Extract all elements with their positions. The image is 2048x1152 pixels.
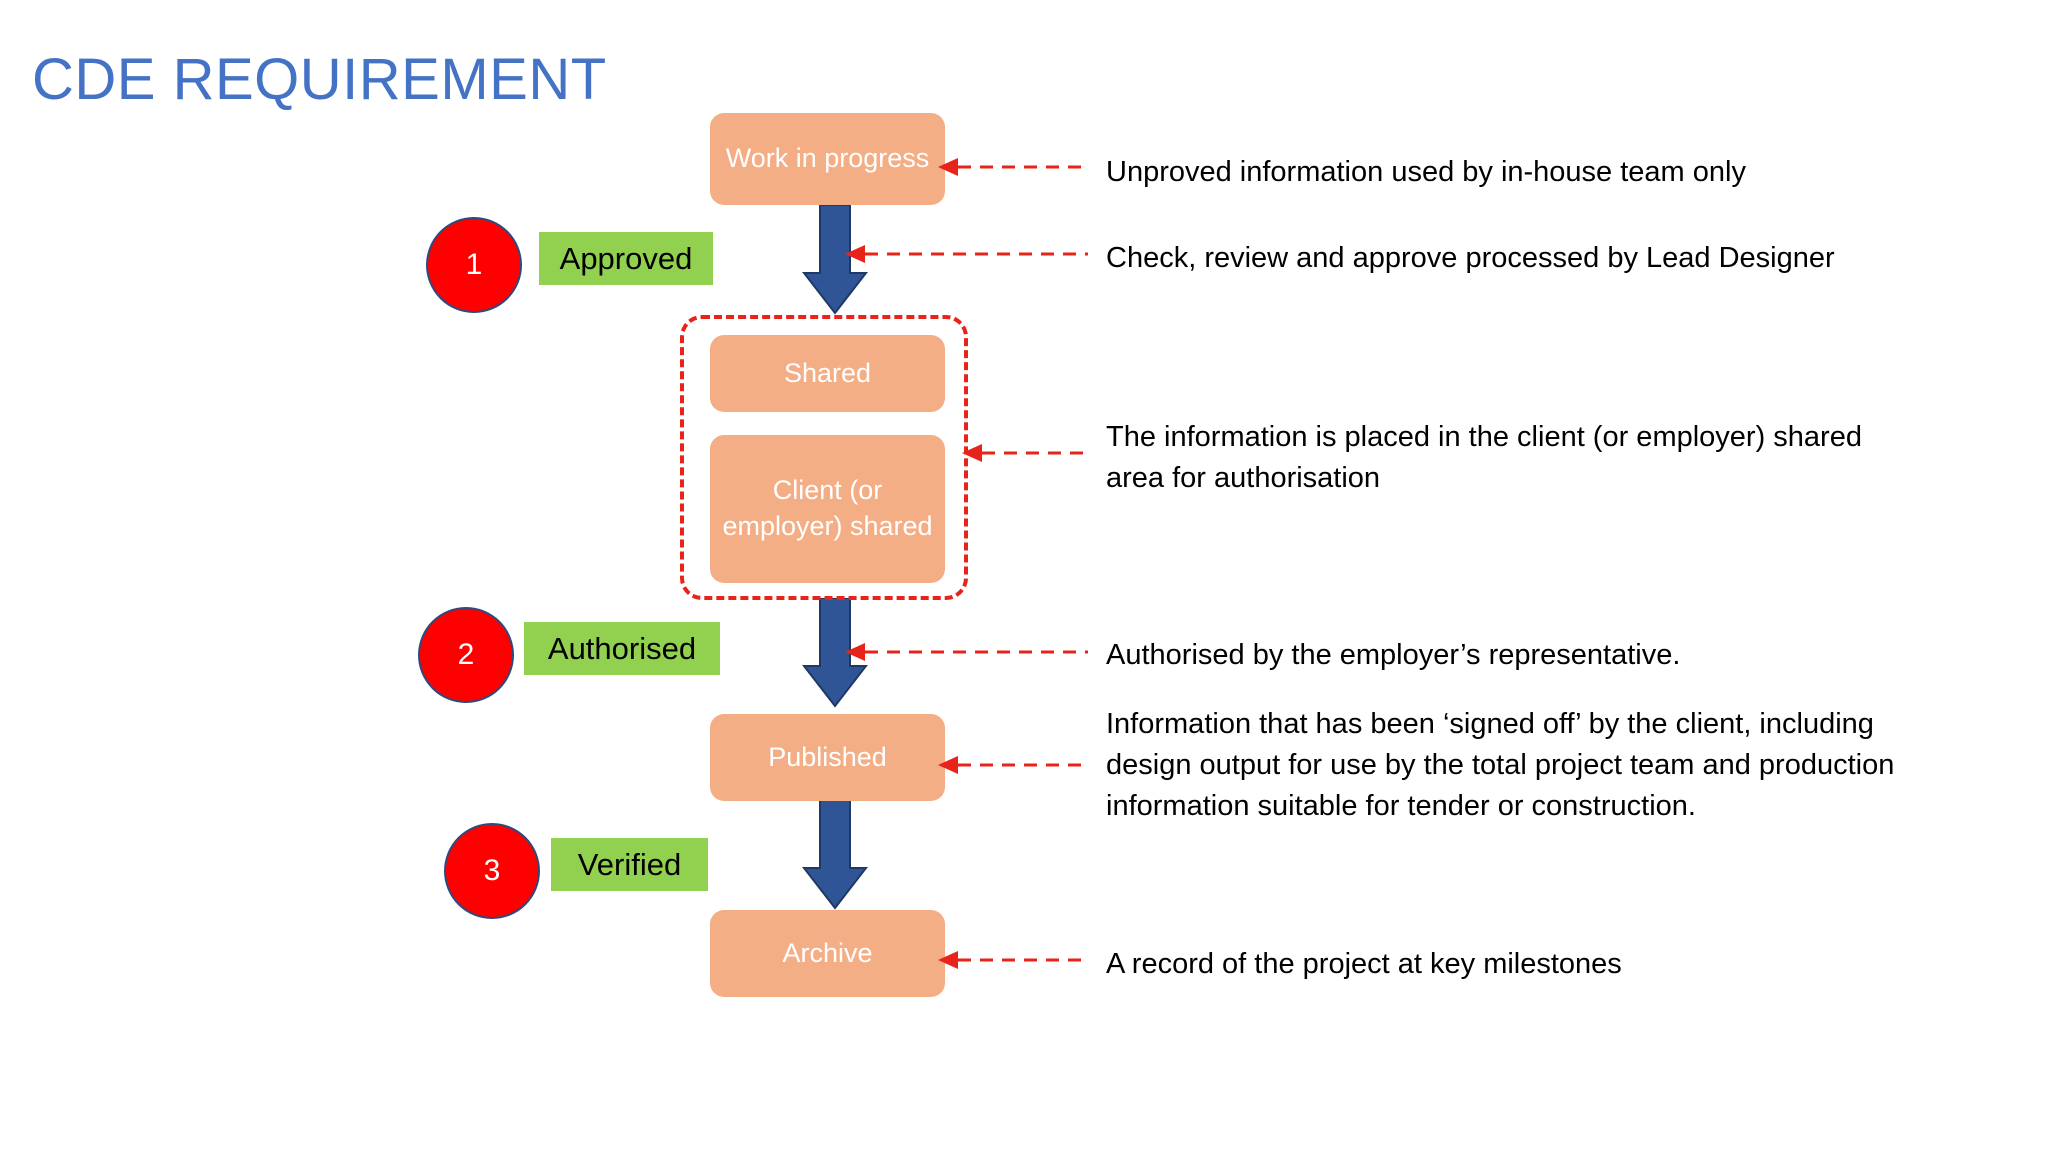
flow-arrow-wip-to-shared <box>802 205 868 315</box>
annotation-line: Authorised by the employer’s representat… <box>1106 639 1681 671</box>
annotation-published: Information that has been ‘signed off’ b… <box>1106 704 2026 828</box>
flow-node-published[interactable]: Published <box>710 714 945 801</box>
gate-badge-1[interactable]: 1 <box>426 217 522 313</box>
flow-node-label: Client (or employer) shared <box>722 475 933 541</box>
connector-note-wip <box>938 156 1088 178</box>
annotation-line: area for authorisation <box>1106 462 1381 495</box>
gate-badge-number: 2 <box>457 638 475 671</box>
gate-label-text: Authorised <box>547 630 697 666</box>
gate-badge-number: 3 <box>483 854 501 887</box>
annotation-archive: A record of the project at key milestone… <box>1106 944 2006 985</box>
gate-label-text: Verified <box>577 846 682 882</box>
flow-arrow-shared-to-published <box>802 598 868 708</box>
gate-badge-3[interactable]: 3 <box>444 823 540 919</box>
shared-area-group-border <box>680 315 968 600</box>
connector-note-archive <box>938 949 1088 971</box>
gate-label-text: Approved <box>559 240 693 276</box>
gate-label-verified[interactable]: Verified <box>551 838 708 891</box>
annotation-line: Information that has been ‘signed off’ b… <box>1106 708 1874 740</box>
flow-node-archive[interactable]: Archive <box>710 910 945 997</box>
flow-node-work-in-progress[interactable]: Work in progress <box>710 113 945 205</box>
annotation-approved: Check, review and approve processed by L… <box>1106 238 2006 279</box>
annotation-line: design output for use by the total proje… <box>1106 749 1895 782</box>
annotation-line: Unproved information used by in-house te… <box>1106 156 1746 188</box>
connector-note-published <box>938 754 1088 776</box>
annotation-line: The information is placed in the client … <box>1106 421 1862 453</box>
flow-arrow-published-to-archive <box>802 800 868 910</box>
flow-node-shared[interactable]: Shared <box>710 335 945 412</box>
gate-label-approved[interactable]: Approved <box>539 232 713 285</box>
gate-label-authorised[interactable]: Authorised <box>524 622 720 675</box>
flow-node-label: Work in progress <box>725 143 930 174</box>
flow-node-label: Archive <box>782 937 873 968</box>
page-title: CDE REQUIREMENT <box>32 47 607 112</box>
flow-node-label: Published <box>768 741 887 772</box>
gate-badge-2[interactable]: 2 <box>418 607 514 703</box>
connector-note-shared <box>962 442 1088 464</box>
connector-note-authorised <box>845 641 1088 663</box>
annotation-work-in-progress: Unproved information used by in-house te… <box>1106 152 1986 193</box>
flow-node-label: Shared <box>783 357 872 388</box>
gate-badge-number: 1 <box>465 248 483 281</box>
annotation-line: Check, review and approve processed by L… <box>1106 242 1835 274</box>
annotation-line: information suitable for tender or const… <box>1106 790 1696 823</box>
annotation-shared: The information is placed in the client … <box>1106 417 2006 499</box>
annotation-authorised: Authorised by the employer’s representat… <box>1106 635 2006 676</box>
connector-note-approved <box>845 243 1088 265</box>
flow-node-client-shared[interactable]: Client (or employer) shared <box>710 435 945 583</box>
annotation-line: A record of the project at key milestone… <box>1106 948 1622 980</box>
